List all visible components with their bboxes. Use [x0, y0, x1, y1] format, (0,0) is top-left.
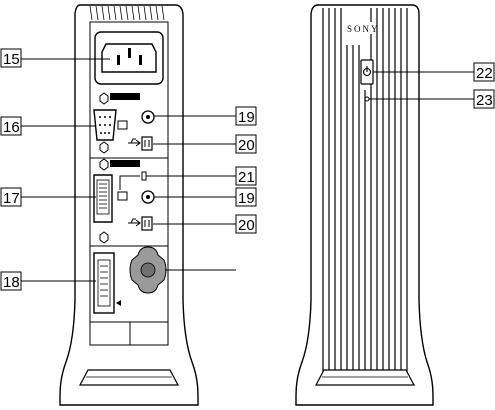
- input-switch-2: [118, 192, 127, 200]
- side-view-unit: SONY: [296, 5, 433, 405]
- svg-text:22: 22: [476, 65, 493, 82]
- svg-text:17: 17: [3, 190, 20, 207]
- callout-20-top: 20: [236, 135, 256, 154]
- callout-16: 16: [1, 117, 21, 136]
- input1-label-bar: [110, 93, 140, 100]
- callout-21: 21: [236, 167, 256, 186]
- rear-view-unit: [60, 5, 198, 405]
- callout-15: 15: [1, 49, 21, 68]
- callout-23: 23: [474, 90, 494, 109]
- callout-20-bottom: 20: [236, 215, 256, 234]
- callout-19-bottom: 19: [236, 188, 256, 207]
- svg-text:19: 19: [238, 109, 255, 126]
- svg-text:23: 23: [476, 92, 493, 109]
- input-switch-1: [118, 121, 127, 129]
- usb-port-2: [142, 217, 152, 230]
- svg-text:20: 20: [238, 217, 255, 234]
- brand-logo: SONY: [347, 24, 380, 34]
- power-indicator: [365, 97, 369, 101]
- svg-text:20: 20: [238, 137, 255, 154]
- callout-22: 22: [474, 63, 494, 82]
- svg-text:16: 16: [3, 119, 20, 136]
- stand-base: [80, 370, 178, 385]
- usb-port-1: [142, 137, 152, 150]
- svg-text:21: 21: [238, 169, 255, 186]
- dip-switch: [142, 172, 146, 180]
- input2-label-bar: [110, 160, 140, 167]
- callout-18: 18: [1, 272, 21, 291]
- svg-text:15: 15: [3, 51, 20, 68]
- callout-17: 17: [1, 188, 21, 207]
- svg-text:19: 19: [238, 190, 255, 207]
- side-stand-base: [316, 370, 414, 385]
- callout-19-top: 19: [236, 107, 256, 126]
- svg-text:18: 18: [3, 274, 20, 291]
